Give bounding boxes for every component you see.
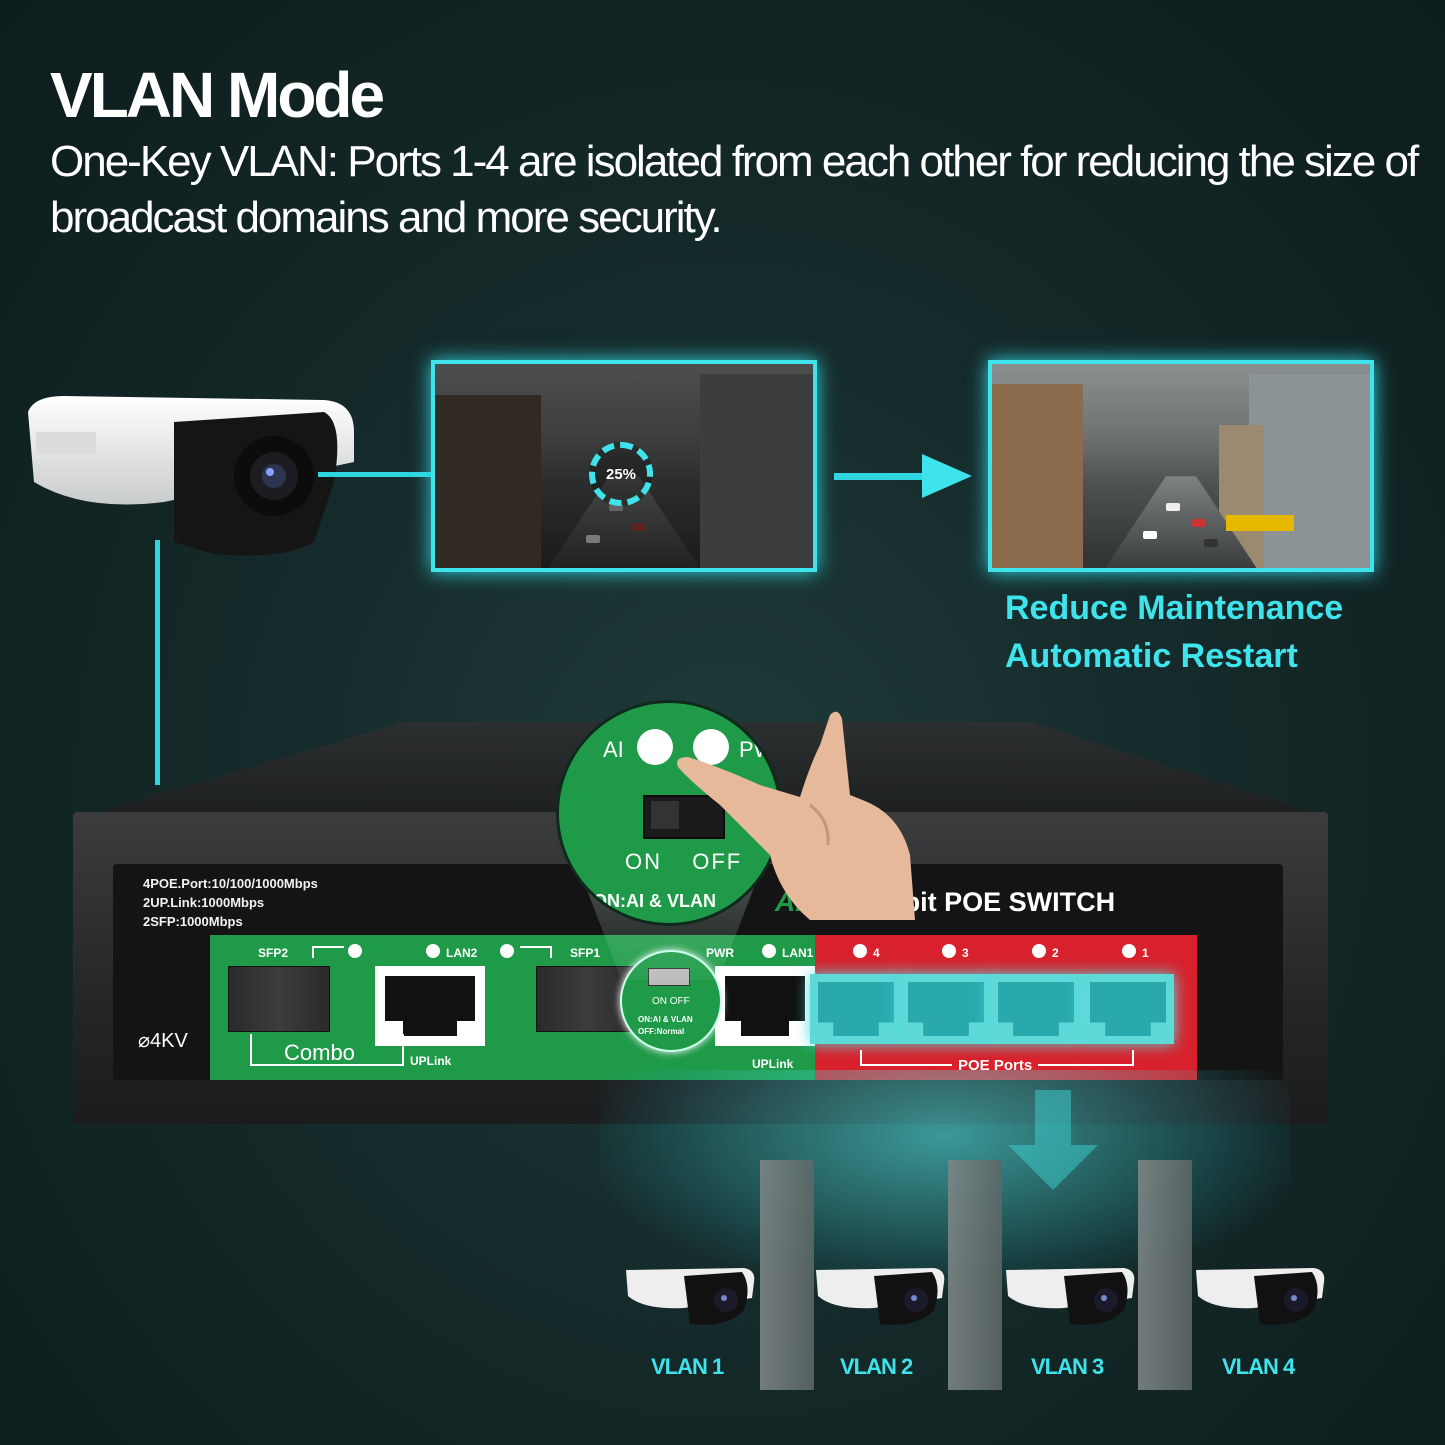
- zoom-off-label: OFF: [692, 849, 743, 874]
- uplink-label-1: UPLink: [752, 1057, 794, 1071]
- sfp2-port[interactable]: [228, 966, 330, 1032]
- small-off-label: OFF: [669, 996, 690, 1007]
- vlan1-camera: [624, 1262, 756, 1333]
- combo-label: Combo: [284, 1040, 355, 1065]
- poe-port-2[interactable]: [990, 974, 1082, 1044]
- small-note-on: ON:AI & VLAN: [638, 1015, 693, 1024]
- small-note-off: OFF:Normal: [638, 1027, 685, 1036]
- video-frame-clear: [988, 360, 1374, 572]
- vlan4-camera: [1194, 1262, 1326, 1333]
- zoom-on-label: ON: [625, 849, 662, 874]
- vlan4-label: VLAN 4: [1222, 1354, 1295, 1379]
- lan2-label: LAN2: [446, 946, 478, 960]
- zoom-pwr-led: [693, 729, 729, 765]
- poe1-led: [1122, 944, 1136, 958]
- loading-progress-label: 25%: [605, 465, 637, 483]
- caption-line-1: Reduce Maintenance: [1005, 589, 1344, 627]
- arrow-right-icon: [922, 454, 972, 498]
- isolation-wall-1: [760, 1160, 814, 1390]
- isolation-wall-2: [948, 1160, 1002, 1390]
- page-title: VLAN Mode: [50, 59, 385, 131]
- poe3-led: [942, 944, 956, 958]
- sfp2-label: SFP2: [258, 946, 289, 960]
- poe1-label: 1: [1142, 946, 1149, 960]
- pointing-hand-image: [660, 705, 920, 925]
- camera-to-switch-line: [155, 540, 160, 785]
- poe4-label: 4: [873, 946, 880, 960]
- spec-poe: 4POE.Port:10/100/1000Mbps: [143, 876, 318, 891]
- vlan-switch-small[interactable]: ON OFF ON:AI & VLAN OFF:Normal: [620, 950, 722, 1052]
- loading-spinner: 25%: [589, 442, 653, 506]
- vlan2-label: VLAN 2: [840, 1354, 913, 1379]
- model-name: abit POE SWITCH: [888, 887, 1116, 917]
- uplink-label-2: UPLink: [410, 1054, 452, 1068]
- small-on-label: ON: [652, 996, 667, 1007]
- vlan3-camera: [1004, 1262, 1136, 1333]
- lan1-port[interactable]: [715, 966, 815, 1046]
- caption-line-2: Automatic Restart: [1005, 637, 1298, 675]
- vlan2-camera: [814, 1262, 946, 1333]
- lan1-led: [762, 944, 776, 958]
- poe2-led: [1032, 944, 1046, 958]
- lan2-led: [426, 944, 440, 958]
- video-frame-buffering: 25%: [431, 360, 817, 572]
- poe-port-4[interactable]: [810, 974, 902, 1044]
- main-camera-image: [24, 392, 356, 562]
- lan1-label: LAN1: [782, 946, 814, 960]
- sfp1-label: SFP1: [570, 946, 601, 960]
- spec-uplink: 2UP.Link:1000Mbps: [143, 895, 265, 910]
- poe4-led: [853, 944, 867, 958]
- zoom-ai-led: [637, 729, 673, 765]
- poe2-label: 2: [1052, 946, 1059, 960]
- lan2-port[interactable]: [375, 966, 485, 1046]
- camera-to-video-line: [318, 472, 434, 477]
- arrow-shaft: [834, 473, 934, 480]
- page-subtitle: One-Key VLAN: Ports 1-4 are isolated fro…: [50, 137, 1419, 242]
- spec-sfp: 2SFP:1000Mbps: [143, 914, 243, 929]
- zoom-ai-label: AI: [603, 737, 624, 762]
- vlan-toggle[interactable]: [643, 795, 725, 839]
- zoom-note: ON:AI & VLAN: [593, 891, 716, 911]
- pwr-label: PWR: [706, 946, 734, 960]
- isolation-wall-3: [1138, 1160, 1192, 1390]
- zoom-pwr-label: PW: [739, 737, 775, 762]
- surge-icon: ⌀: [138, 1030, 151, 1052]
- sfp1-led: [500, 944, 514, 958]
- poe-port-1[interactable]: [1082, 974, 1174, 1044]
- surge-rating: 4KV: [150, 1030, 188, 1052]
- vlan3-label: VLAN 3: [1031, 1354, 1104, 1379]
- poe3-label: 3: [962, 946, 969, 960]
- poe-ports-label: POE Ports: [952, 1057, 1039, 1074]
- vlan1-label: VLAN 1: [651, 1354, 724, 1379]
- sfp2-led: [348, 944, 362, 958]
- poe-port-3[interactable]: [900, 974, 992, 1044]
